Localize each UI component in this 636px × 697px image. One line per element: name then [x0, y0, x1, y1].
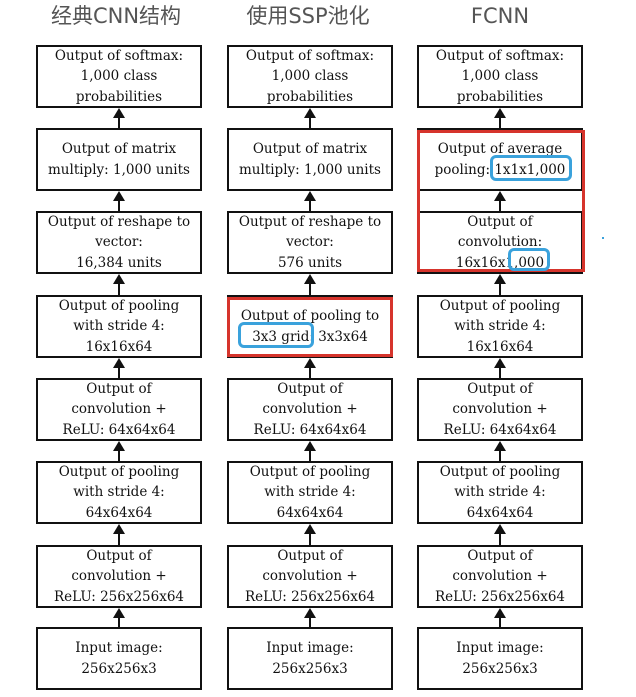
flow-arrow-icon: [113, 274, 125, 295]
layer-box-ssp-pooling: Output of pooling to 3x3 grid: 3x3x64: [227, 295, 393, 358]
flow-arrow-icon: [494, 108, 506, 128]
layer-label: Output of convolution + ReLU: 64x64x64: [443, 380, 557, 438]
layer-label: Output of pooling with stride 4: 16x16x6…: [439, 297, 561, 355]
layer-label: Output of reshape to vector: 576 units: [238, 213, 382, 271]
flow-arrow-icon: [304, 274, 316, 295]
flow-arrow-icon: [304, 441, 316, 461]
layer-label: Output of softmax: 1,000 class probabili…: [245, 47, 375, 105]
layer-box-ssp-pooling: Input image: 256x256x3: [227, 627, 393, 690]
flow-arrow-icon: [494, 358, 506, 378]
layer-label: Input image: 256x256x3: [75, 640, 163, 677]
layer-label: Output of matrix multiply: 1,000 units: [48, 141, 190, 178]
flow-arrow-icon: [304, 358, 316, 378]
flow-arrow-icon: [304, 608, 316, 627]
layer-box-classic-cnn: Input image: 256x256x3: [36, 627, 202, 690]
layer-label: Output of matrix multiply: 1,000 units: [239, 141, 381, 178]
layer-box-classic-cnn: Output of pooling with stride 4: 64x64x6…: [36, 461, 202, 524]
layer-box-ssp-pooling: Output of reshape to vector: 576 units: [227, 211, 393, 274]
column-title-classic-cnn: 经典CNN结构: [50, 4, 182, 28]
layer-box-fcnn: Output of convolution + ReLU: 64x64x64: [417, 378, 583, 441]
layer-label: Output of pooling with stride 4: 16x16x6…: [58, 297, 180, 355]
layer-label: Input image: 256x256x3: [456, 640, 544, 677]
layer-label: Output of convolution + ReLU: 256x256x64: [434, 547, 566, 605]
column-title-fcnn: FCNN: [470, 4, 530, 28]
layer-label: Output of pooling with stride 4: 64x64x6…: [249, 463, 371, 521]
layer-box-fcnn: Output of average pooling: 1x1x1,000: [417, 128, 583, 191]
flow-arrow-icon: [113, 524, 125, 545]
layer-label: Output of pooling with stride 4: 64x64x6…: [439, 463, 561, 521]
layer-box-fcnn: Output of pooling with stride 4: 64x64x6…: [417, 461, 583, 524]
layer-box-classic-cnn: Output of pooling with stride 4: 16x16x6…: [36, 295, 202, 358]
flow-arrow-icon: [113, 358, 125, 378]
layer-box-ssp-pooling: Output of softmax: 1,000 class probabili…: [227, 45, 393, 108]
layer-label: Output of convolution + ReLU: 256x256x64: [244, 547, 376, 605]
layer-label: Output of average pooling: 1x1x1,000: [434, 141, 566, 178]
flow-arrow-icon: [494, 524, 506, 545]
layer-box-ssp-pooling: Output of convolution + ReLU: 64x64x64: [227, 378, 393, 441]
layer-label: Output of pooling to 3x3 grid: 3x3x64: [240, 308, 380, 345]
layer-label: Output of softmax: 1,000 class probabili…: [54, 47, 184, 105]
flow-arrow-icon: [494, 191, 506, 211]
flow-arrow-icon: [113, 441, 125, 461]
flow-arrow-icon: [113, 108, 125, 128]
layer-box-fcnn: Input image: 256x256x3: [417, 627, 583, 690]
column-title-ssp-pooling: 使用SSP池化: [246, 4, 370, 28]
layer-label: Output of convolution + ReLU: 256x256x64: [53, 547, 185, 605]
layer-box-ssp-pooling: Output of convolution + ReLU: 256x256x64: [227, 545, 393, 608]
layer-box-fcnn: Output of convolution: 16x16x1,000: [417, 211, 583, 274]
layer-box-classic-cnn: Output of convolution + ReLU: 256x256x64: [36, 545, 202, 608]
layer-label: Output of softmax: 1,000 class probabili…: [435, 47, 565, 105]
flow-arrow-icon: [494, 441, 506, 461]
layer-box-classic-cnn: Output of matrix multiply: 1,000 units: [36, 128, 202, 191]
flow-arrow-icon: [494, 274, 506, 295]
flow-arrow-icon: [494, 608, 506, 627]
layer-label: Output of convolution + ReLU: 64x64x64: [62, 380, 176, 438]
layer-label: Output of pooling with stride 4: 64x64x6…: [58, 463, 180, 521]
layer-box-classic-cnn: Output of convolution + ReLU: 64x64x64: [36, 378, 202, 441]
layer-box-classic-cnn: Output of softmax: 1,000 class probabili…: [36, 45, 202, 108]
flow-arrow-icon: [304, 108, 316, 128]
layer-label: Output of reshape to vector: 16,384 unit…: [47, 213, 191, 271]
flow-arrow-icon: [113, 608, 125, 627]
layer-label: Output of convolution: 16x16x1,000: [455, 213, 545, 271]
layer-box-ssp-pooling: Output of matrix multiply: 1,000 units: [227, 128, 393, 191]
flow-arrow-icon: [113, 191, 125, 211]
layer-box-ssp-pooling: Output of pooling with stride 4: 64x64x6…: [227, 461, 393, 524]
layer-box-fcnn: Output of softmax: 1,000 class probabili…: [417, 45, 583, 108]
flow-arrow-icon: [304, 524, 316, 545]
layer-label: Output of convolution + ReLU: 64x64x64: [253, 380, 367, 438]
layer-box-classic-cnn: Output of reshape to vector: 16,384 unit…: [36, 211, 202, 274]
flow-arrow-icon: [304, 191, 316, 211]
layer-box-fcnn: Output of convolution + ReLU: 256x256x64: [417, 545, 583, 608]
layer-box-fcnn: Output of pooling with stride 4: 16x16x6…: [417, 295, 583, 358]
marker-dot: [602, 237, 604, 239]
layer-label: Input image: 256x256x3: [266, 640, 354, 677]
